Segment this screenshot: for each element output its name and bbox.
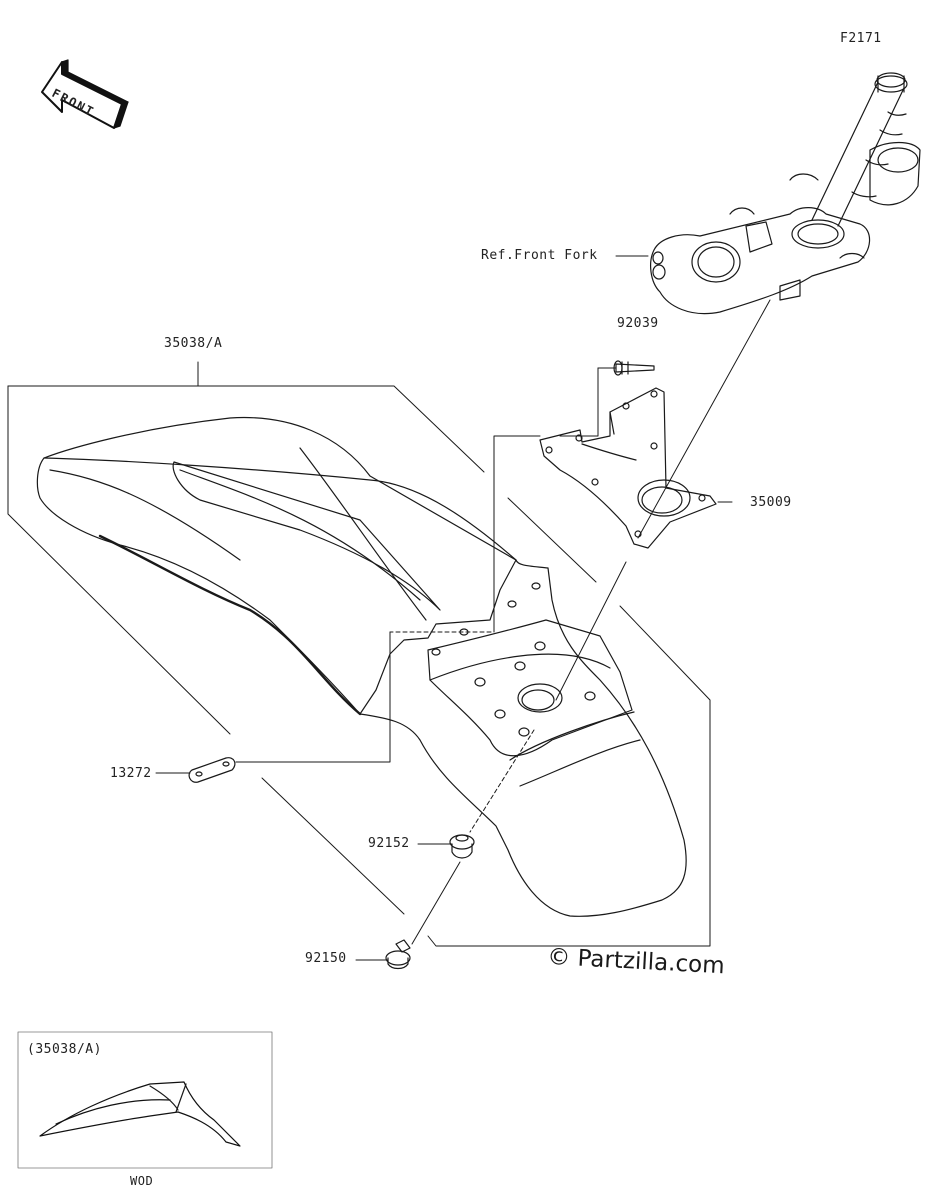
ref-front-fork-label: Ref.Front Fork [481, 248, 598, 263]
bolt-92150 [385, 939, 411, 970]
inset-box [17, 1031, 273, 1169]
plate-13272 [188, 757, 236, 783]
inset-title: (35038/A) [27, 1042, 102, 1057]
bolt-part-label: 92150 [305, 951, 347, 966]
rivet-92039 [613, 360, 655, 376]
fender-part-label: 35038/A [164, 336, 223, 351]
front-fork-stem [650, 72, 921, 315]
collar-92152 [449, 834, 475, 859]
plate-part-label: 13272 [110, 766, 152, 781]
inset-caption: WOD [130, 1174, 154, 1188]
bracket-part-label: 35009 [750, 495, 792, 510]
front-arrow-icon [41, 59, 129, 129]
collar-part-label: 92152 [368, 836, 410, 851]
front-fender-35038a [36, 416, 687, 917]
bracket-35009 [539, 387, 717, 549]
rivet-part-label: 92039 [617, 316, 659, 331]
figure-code: F2171 [840, 31, 882, 46]
leader-lines [7, 255, 771, 961]
